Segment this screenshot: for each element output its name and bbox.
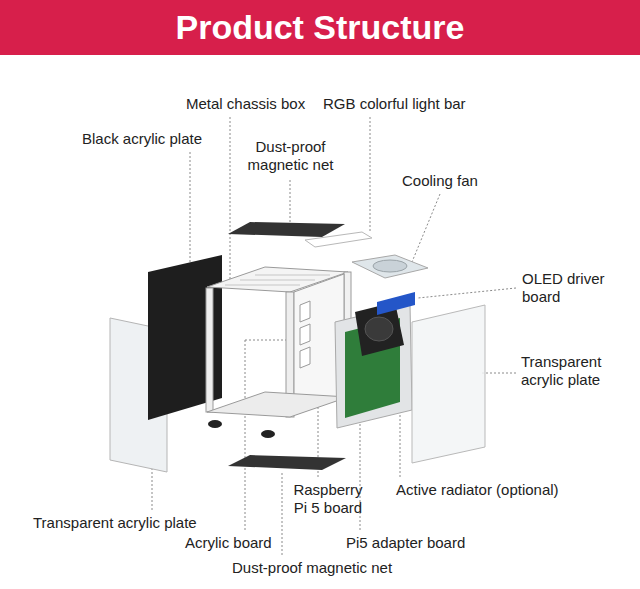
- part-label: Metal chassis box: [186, 95, 305, 113]
- part-label: Dust-proof magnetic net: [232, 559, 392, 577]
- part-label: Black acrylic plate: [82, 130, 202, 148]
- part-label: Pi5 adapter board: [346, 534, 465, 552]
- part-label: OLED driver board: [522, 270, 622, 306]
- part-label: Transparent acrylic plate: [33, 514, 197, 532]
- part-label: Raspberry Pi 5 board: [288, 481, 368, 517]
- part-label: Dust-proof magnetic net: [238, 138, 343, 174]
- part-label: Transparent acrylic plate: [521, 353, 621, 389]
- title: Product Structure: [0, 0, 640, 55]
- part-label: RGB colorful light bar: [323, 95, 466, 113]
- part-label: Active radiator (optional): [396, 481, 559, 499]
- part-label: Cooling fan: [402, 172, 478, 190]
- part-label: Acrylic board: [185, 534, 272, 552]
